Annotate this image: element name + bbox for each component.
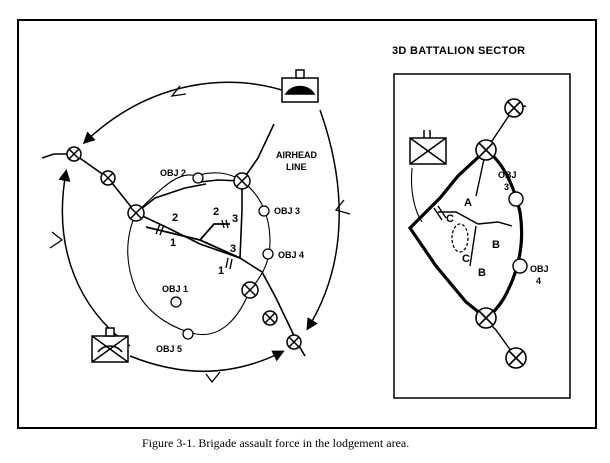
company-label: B	[492, 239, 500, 251]
checkpoint-marker	[286, 334, 302, 350]
checkpoint-markers	[66, 146, 302, 350]
inset-objective-3-number: 3	[504, 182, 509, 192]
checkpoint-marker	[505, 347, 527, 369]
objective-3-label: OBJ 3	[274, 206, 300, 216]
arrow-zigzags	[49, 85, 351, 384]
checkpoint-marker	[127, 204, 145, 222]
objective-4-label: OBJ 4	[278, 250, 304, 260]
airborne-unit-symbol	[281, 69, 319, 103]
unit-number: 3	[232, 213, 238, 225]
company-label: C	[462, 253, 470, 265]
objective-2-label: OBJ 2	[160, 168, 186, 178]
objective-3-marker	[508, 191, 524, 207]
objective-1-label: OBJ 1	[162, 284, 188, 294]
inset-objectives	[508, 191, 528, 274]
checkpoint-marker	[233, 172, 251, 190]
company-boundaries	[438, 211, 513, 267]
inset-frame	[393, 73, 571, 399]
inset-objective-4-number: 4	[536, 276, 541, 286]
objective-markers	[170, 172, 274, 340]
battalion-unit-symbol	[409, 130, 447, 223]
inset-checkpoints	[475, 98, 527, 369]
airhead-perimeter	[127, 172, 271, 336]
outer-border	[17, 19, 597, 429]
inset-objective-3-label: OBJ	[498, 170, 517, 180]
objective-1-marker	[170, 296, 182, 308]
figure-caption: Figure 3-1. Brigade assault force in the…	[142, 436, 409, 450]
checkpoint-marker	[241, 281, 259, 299]
company-label: A	[464, 197, 472, 209]
right-inset: 3D BATTALION SECTOR	[392, 45, 571, 399]
checkpoint-marker	[475, 139, 497, 161]
objective-2-marker	[192, 172, 204, 184]
unit-number: 1	[218, 265, 224, 277]
checkpoint-marker	[475, 307, 497, 329]
objective-4-marker	[512, 258, 528, 274]
assault-area	[451, 223, 469, 253]
objective-5-label: OBJ 5	[156, 344, 182, 354]
unit-number: 2	[213, 206, 219, 218]
checkpoint-marker	[100, 170, 116, 186]
maneuver-arrows	[58, 81, 340, 372]
checkpoint-marker	[504, 98, 524, 118]
checkpoint-marker	[66, 146, 82, 162]
objective-3-marker	[258, 205, 270, 217]
unit-number: 2	[172, 212, 178, 224]
objective-4-marker	[262, 248, 274, 260]
infantry-unit-symbol	[91, 327, 129, 363]
company-label: C	[446, 213, 454, 225]
objective-5-marker	[182, 328, 194, 340]
battalion-boundaries	[145, 223, 241, 259]
inset-objective-4-label: OBJ	[530, 264, 549, 274]
boundary-ticks	[155, 219, 233, 270]
unit-number: 1	[170, 237, 176, 249]
left-map: AIRHEAD LINE OBJ 2 OBJ 3 OBJ 4 OBJ 1 OBJ…	[41, 69, 351, 384]
company-label: B	[478, 267, 486, 279]
inset-boundary-ticks	[433, 205, 447, 221]
inset-title: 3D BATTALION SECTOR	[392, 45, 525, 57]
checkpoint-marker	[262, 310, 278, 326]
airhead-line-label-2: LINE	[286, 162, 307, 172]
unit-number: 3	[230, 243, 236, 255]
airhead-line-label-1: AIRHEAD	[276, 150, 318, 160]
